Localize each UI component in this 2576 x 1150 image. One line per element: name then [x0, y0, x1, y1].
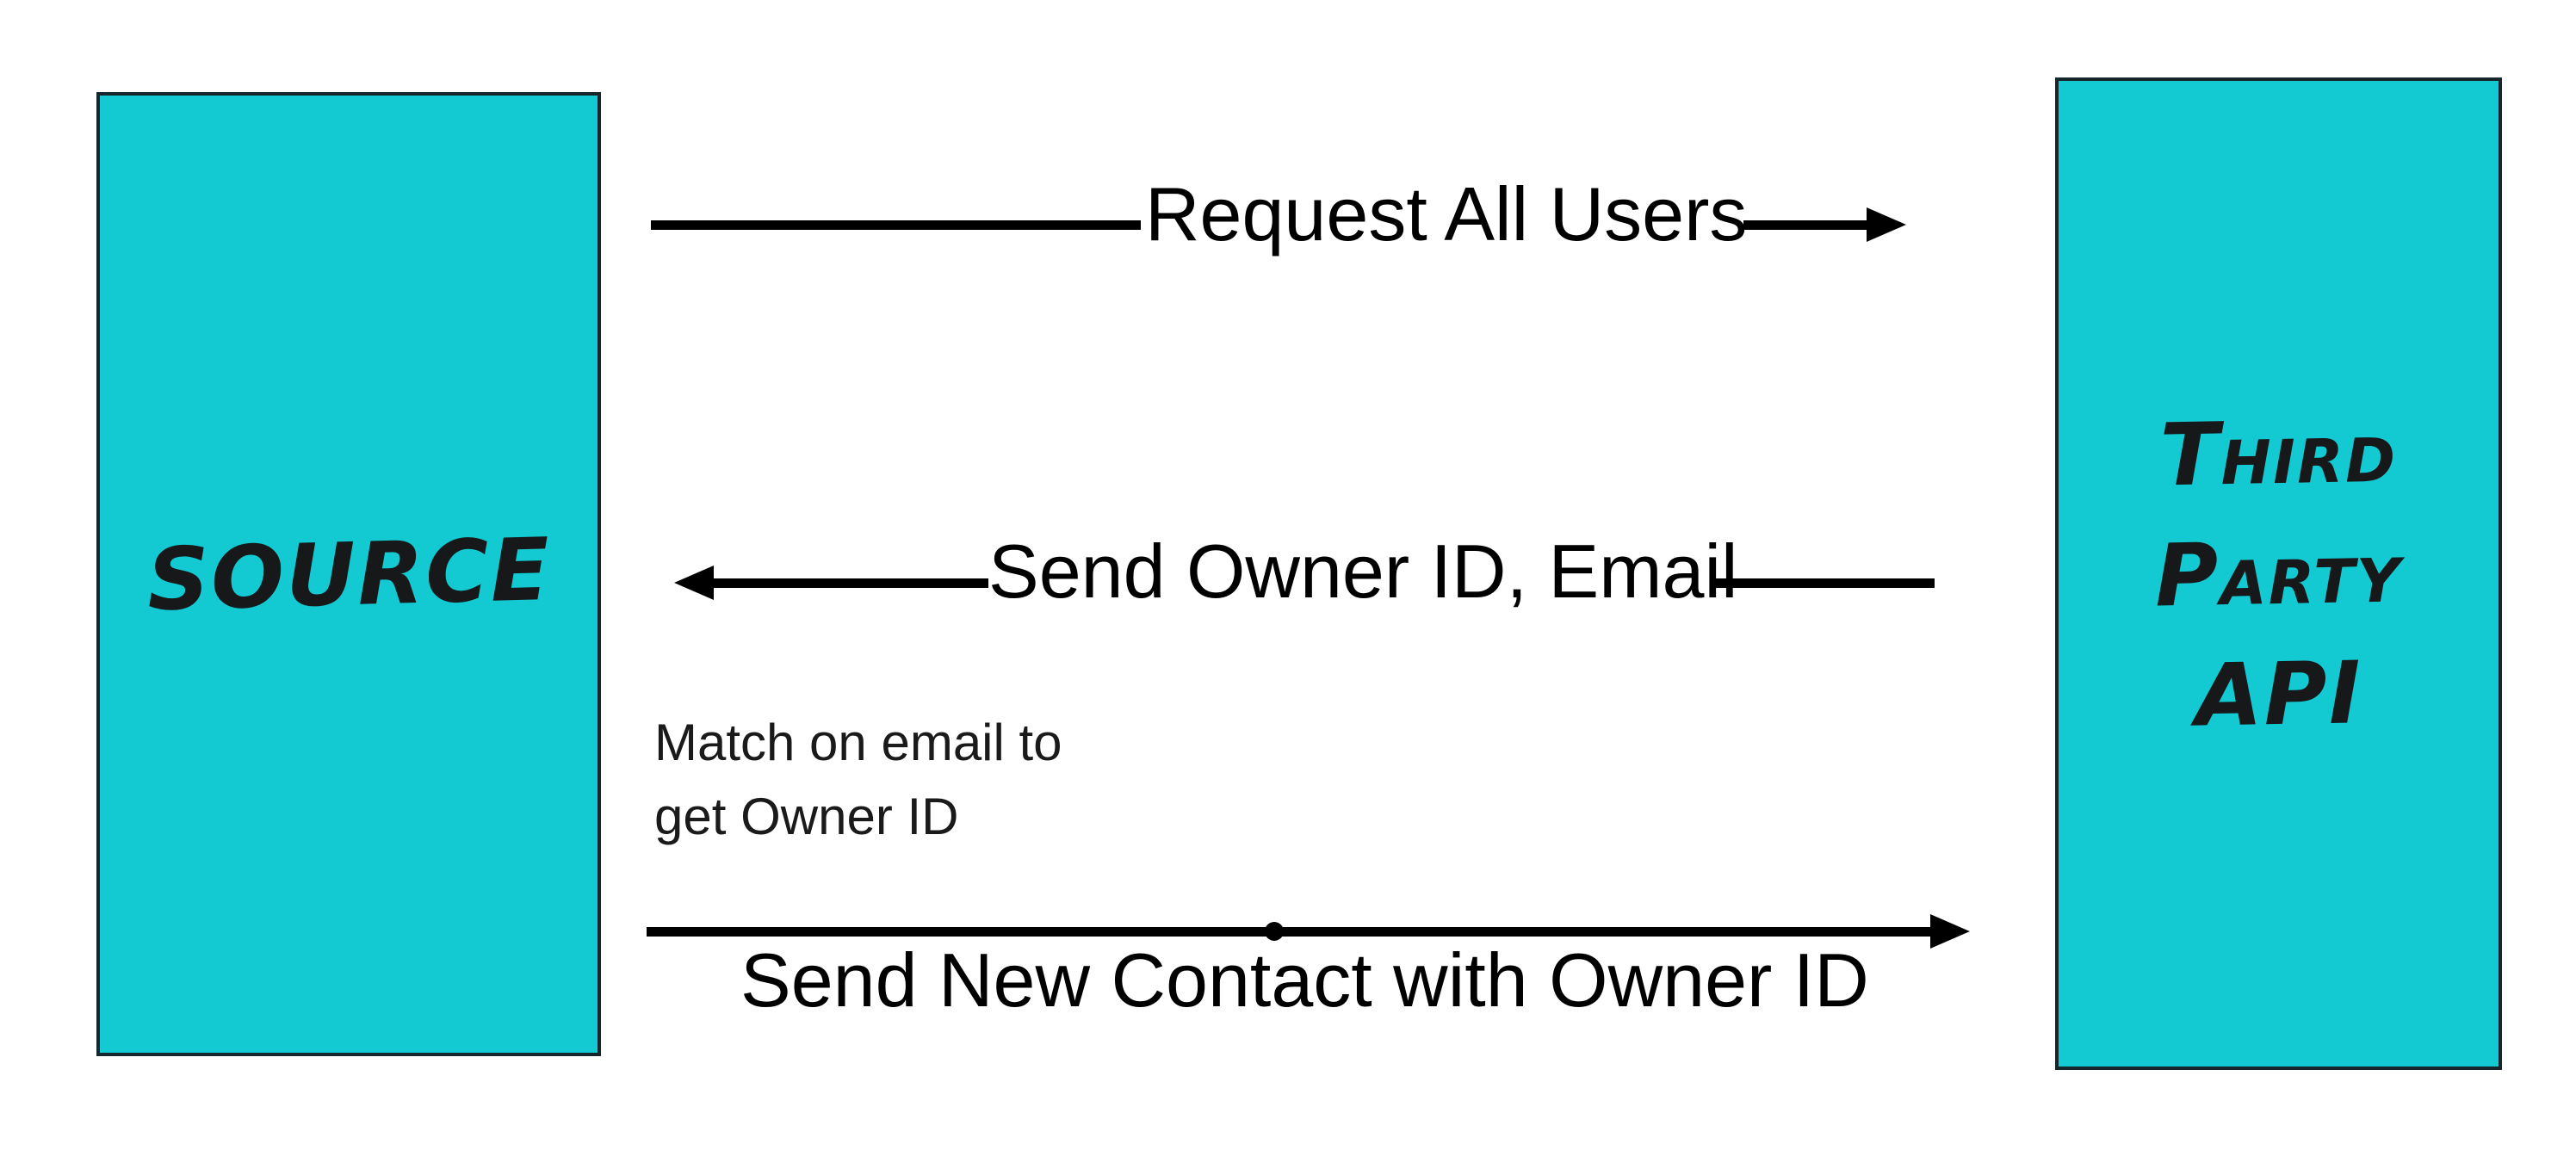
- message-label: Request All Users: [1145, 171, 1748, 257]
- arrowhead-left-icon: [674, 566, 714, 600]
- third-party-api-node: Third Party API: [2055, 77, 2502, 1070]
- connector-dot: [1265, 922, 1284, 941]
- arrow-line: [651, 220, 1141, 230]
- message-label: Send New Contact with Owner ID: [740, 937, 1869, 1023]
- message-label: Send Owner ID, Email: [988, 529, 1738, 614]
- arrowhead-right-icon: [1930, 914, 1970, 949]
- annotation-line2: get Owner ID: [654, 788, 959, 845]
- third-party-api-label-line1: Third: [2159, 400, 2398, 505]
- annotation-note: Match on email to get Owner ID: [654, 706, 1062, 854]
- third-party-api-label-line3: API: [2194, 641, 2363, 746]
- annotation-line1: Match on email to: [654, 714, 1062, 771]
- source-node-label: SOURCE: [146, 518, 552, 630]
- arrow-line: [714, 578, 988, 588]
- source-node: SOURCE: [96, 92, 601, 1056]
- arrow-line: [1712, 578, 1935, 588]
- arrowhead-right-icon: [1867, 207, 1906, 242]
- arrow-line: [647, 927, 1931, 937]
- arrow-line: [1743, 220, 1868, 230]
- third-party-api-label-line2: Party: [2154, 521, 2403, 626]
